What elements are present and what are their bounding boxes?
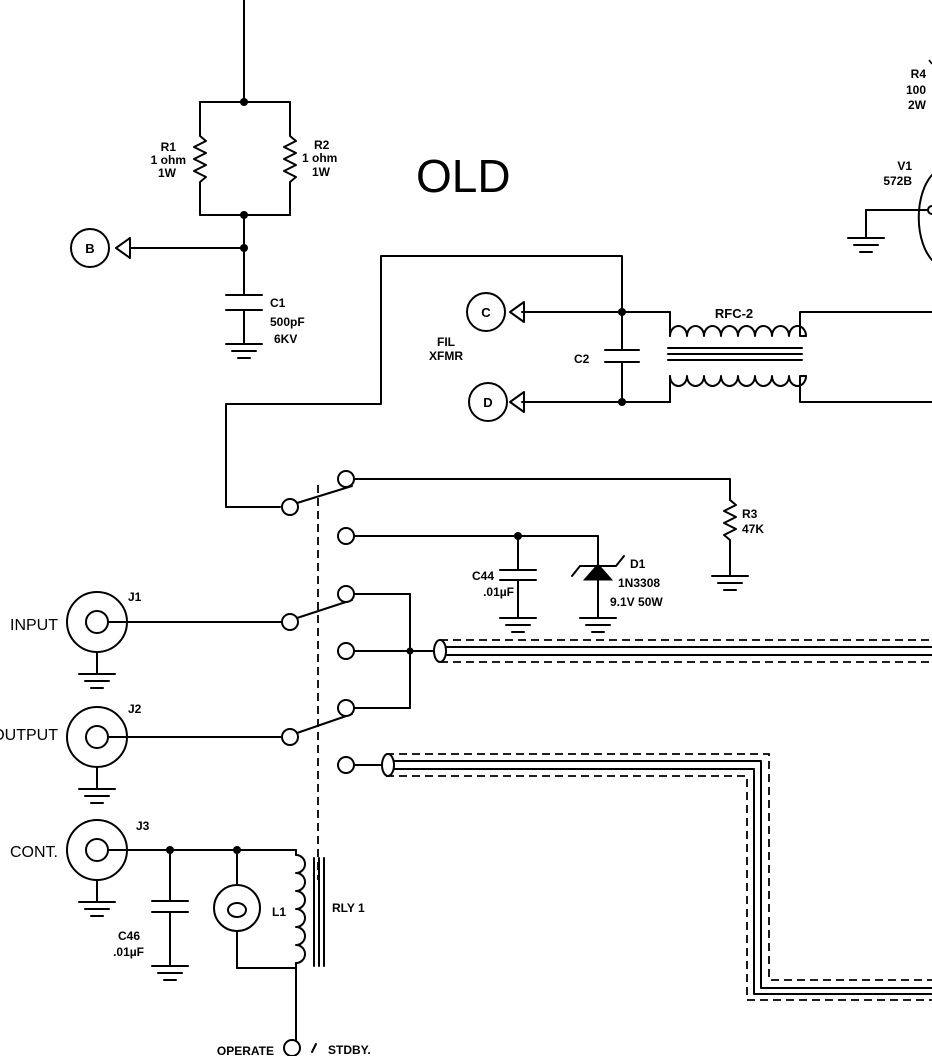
c44-capacitor: C44 .01µF	[472, 532, 537, 633]
svg-text:R3: R3	[742, 507, 758, 521]
svg-text:C44: C44	[472, 569, 494, 583]
r1-r2-parallel-network	[193, 0, 297, 296]
r4-resistor: R4 100 2W	[906, 59, 932, 112]
svg-text:J1: J1	[128, 590, 142, 604]
svg-text:47K: 47K	[742, 522, 764, 536]
svg-text:2W: 2W	[908, 98, 927, 112]
svg-text:R1: R1	[161, 140, 177, 154]
svg-text:V1: V1	[897, 159, 912, 173]
svg-text:9.1V 50W: 9.1V 50W	[610, 595, 663, 609]
svg-text:1N3308: 1N3308	[618, 576, 660, 590]
operate-label: OPERATE	[217, 1044, 274, 1056]
relay-contact-1	[281, 470, 731, 545]
j2-output-jack: J2 OUTPUT	[0, 702, 283, 804]
svg-text:500pF: 500pF	[270, 315, 305, 329]
j3-control-jack: J3 CONT.	[10, 819, 297, 917]
svg-text:RLY 1: RLY 1	[332, 901, 365, 915]
coax-cable-1	[433, 639, 932, 663]
svg-text:1 ohm: 1 ohm	[151, 153, 186, 167]
relay-contact-3	[281, 699, 387, 774]
svg-text:D1: D1	[630, 557, 646, 571]
svg-text:RFC-2: RFC-2	[715, 306, 753, 321]
v1-tube: V1 572B	[847, 159, 932, 261]
svg-text:B: B	[85, 241, 94, 256]
svg-text:L1: L1	[272, 905, 286, 919]
r1-resistor	[193, 101, 207, 216]
rfc-2-choke: RFC-2	[667, 306, 932, 403]
output-label: OUTPUT	[0, 727, 58, 744]
svg-text:1W: 1W	[312, 165, 331, 179]
svg-text:C: C	[481, 305, 491, 320]
svg-text:6KV: 6KV	[274, 332, 297, 346]
input-label: INPUT	[10, 617, 58, 634]
r3-resistor: R3 47K	[711, 499, 764, 591]
c1-capacitor	[225, 294, 263, 359]
svg-text:D: D	[483, 395, 492, 410]
operate-standby-switch: OPERATE STDBY.	[217, 1039, 371, 1056]
c2-capacitor: C2	[574, 349, 640, 366]
standby-label: STDBY.	[328, 1043, 371, 1056]
d1-zener-diode: D1 1N3308 9.1V 50W	[571, 535, 663, 633]
diagram-title: OLD	[416, 150, 511, 202]
tag-d-connector: D	[468, 382, 525, 422]
relay-contact-2	[281, 585, 441, 709]
svg-text:.01µF: .01µF	[113, 945, 144, 959]
filament-feed-wiring	[225, 255, 671, 508]
svg-text:C46: C46	[118, 929, 140, 943]
svg-text:1W: 1W	[158, 166, 177, 180]
c46-capacitor: C46 .01µF	[113, 846, 189, 981]
j1-input-jack: J1 INPUT	[10, 590, 283, 689]
l1-indicator-lamp: L1	[213, 846, 297, 969]
rly1-coil: RLY 1	[295, 849, 365, 1041]
r2-label: R2 1 ohm 1W	[302, 138, 337, 179]
svg-text:1 ohm: 1 ohm	[302, 151, 337, 165]
tag-b-connector: B	[70, 228, 245, 268]
svg-text:XFMR: XFMR	[429, 349, 463, 363]
svg-text:FIL: FIL	[437, 335, 455, 349]
svg-text:R4: R4	[911, 67, 927, 81]
svg-text:C2: C2	[574, 352, 590, 366]
svg-text:J3: J3	[136, 819, 150, 833]
svg-text:572B: 572B	[883, 174, 912, 188]
tag-c-connector: C	[466, 292, 525, 332]
r2-resistor	[283, 101, 297, 216]
svg-text:.01µF: .01µF	[483, 585, 514, 599]
svg-text:C1: C1	[270, 296, 286, 310]
fil-xfmr-label: FIL XFMR	[429, 335, 463, 363]
svg-text:100: 100	[906, 83, 926, 97]
coax-cable-2	[381, 753, 932, 1001]
c1-label: C1 500pF 6KV	[270, 296, 305, 346]
cont-label: CONT.	[10, 844, 58, 861]
svg-text:J2: J2	[128, 702, 142, 716]
r1-label: R1 1 ohm 1W	[151, 140, 186, 180]
svg-text:R2: R2	[314, 138, 330, 152]
